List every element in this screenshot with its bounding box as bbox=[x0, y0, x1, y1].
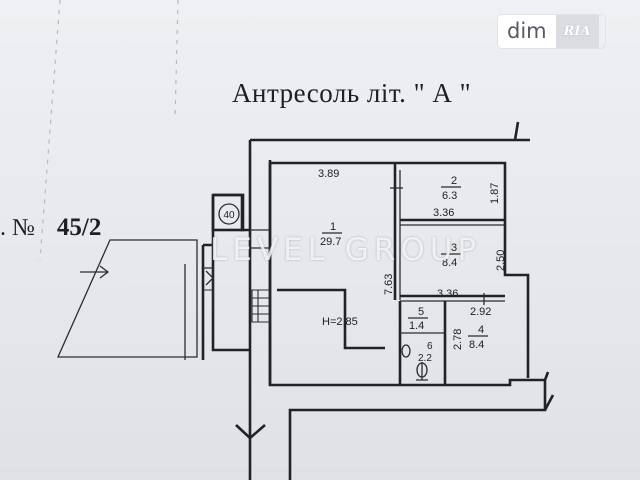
dim-room4-width: 2.92 bbox=[470, 306, 491, 318]
paper-fold-line-2 bbox=[174, 0, 179, 121]
dim-room4-depth: 2.78 bbox=[452, 329, 464, 350]
entrance-wall-left bbox=[211, 195, 250, 352]
adjacent-lot-outline bbox=[56, 239, 198, 358]
dim-room3-width: 3.36 bbox=[437, 288, 458, 300]
ria-logo-text: RIA bbox=[555, 15, 599, 48]
room-6-area: 2.2 bbox=[418, 353, 432, 364]
room-3-number: 3 bbox=[451, 242, 457, 254]
room-6-number: 6 bbox=[427, 341, 433, 352]
dim-room2-depth: 1.87 bbox=[489, 183, 501, 204]
dim-room2-width: 3.36 bbox=[433, 207, 454, 219]
stair-wall bbox=[277, 288, 385, 350]
room-2-area: 6.3 bbox=[442, 190, 457, 202]
marker-box bbox=[211, 193, 245, 232]
porch-wall bbox=[201, 243, 213, 360]
wall-room5-room4 bbox=[398, 301, 447, 385]
room-4-number: 4 bbox=[478, 324, 484, 336]
outer-wall-top-left bbox=[248, 138, 515, 480]
room-1-number: 1 bbox=[330, 221, 336, 233]
sink-icon bbox=[401, 344, 411, 358]
room-3-area: 8.4 bbox=[442, 257, 457, 269]
dim-room1-width: 3.89 bbox=[318, 168, 339, 180]
room-1-area: 29.7 bbox=[320, 236, 341, 248]
ceiling-height-label: H=2.85 bbox=[322, 316, 358, 328]
outer-wall-bottom bbox=[268, 160, 547, 480]
dim-room3-depth: 2.50 bbox=[495, 250, 507, 271]
toilet-bowl-icon bbox=[416, 362, 428, 378]
outer-wall-right-ticks bbox=[543, 371, 555, 411]
plan-title: Антресоль літ. " А " bbox=[232, 78, 472, 108]
marker-label: 40 bbox=[223, 210, 235, 221]
marker-circle-icon bbox=[218, 203, 240, 225]
lot-prefix: . № bbox=[0, 215, 35, 241]
dim-ria-logo[interactable]: dim RIA bbox=[498, 15, 605, 48]
porch-steps bbox=[203, 267, 214, 310]
room-5-number: 5 bbox=[418, 306, 424, 318]
room-2-number: 2 bbox=[451, 175, 457, 187]
outer-wall-break-tick bbox=[235, 424, 266, 440]
dim-logo-text: dim bbox=[498, 15, 556, 48]
interior-wall-top-right bbox=[270, 161, 530, 378]
outer-wall-top-right-tick bbox=[513, 121, 530, 142]
entrance-door-lines bbox=[250, 229, 270, 249]
lot-label: . № 45/2 bbox=[0, 214, 101, 242]
level-group-watermark: LEVEL GROUP bbox=[210, 232, 482, 268]
paper-fold-line bbox=[39, 0, 61, 261]
lot-number: 45/2 bbox=[56, 214, 102, 241]
dim-room1-length: 7.63 bbox=[383, 274, 395, 295]
room-5-area: 1.4 bbox=[409, 320, 424, 332]
porch-arrow bbox=[203, 267, 214, 286]
entrance-stairs-hatch bbox=[251, 289, 271, 323]
room-4-area: 8.4 bbox=[469, 339, 484, 351]
adjacent-lot-arrow bbox=[80, 265, 110, 279]
